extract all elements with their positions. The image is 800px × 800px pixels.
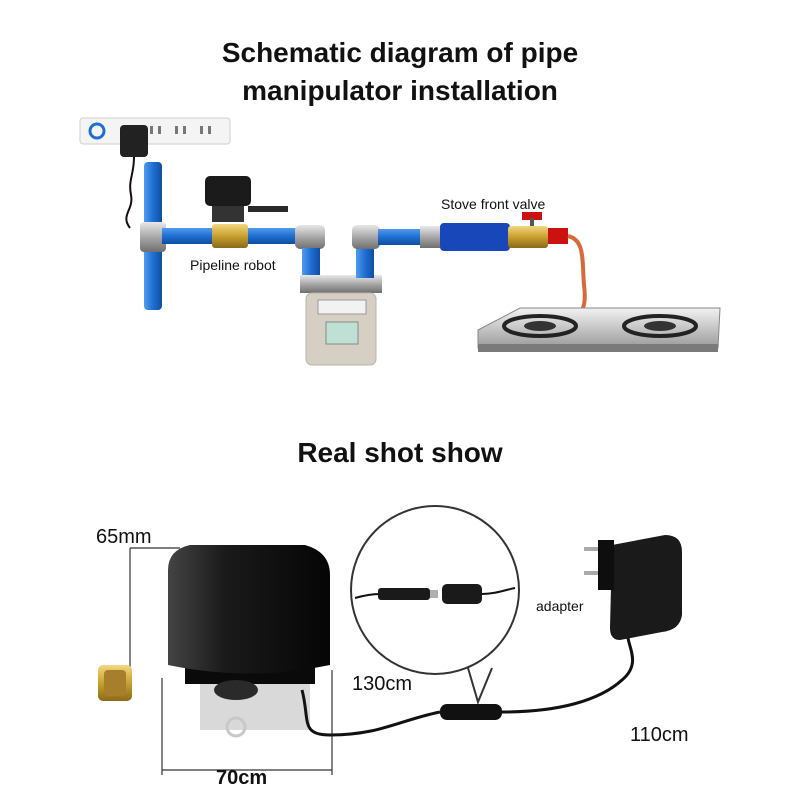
dimension-width-70cm: 70cm [216,767,268,789]
label-adapter: adapter [536,598,584,614]
schematic-title-line2: manipulator installation [242,75,558,106]
pipeline-robot [205,176,288,222]
power-adapter [584,535,682,640]
power-strip [79,117,231,145]
gas-hose [567,234,587,322]
ball-valve [212,224,248,248]
dimension-cable-110cm: 110cm [630,724,689,746]
real-shot-title: Real shot show [297,437,503,468]
brass-fitting [98,665,132,701]
tee-fitting [140,222,166,252]
width-dimension [161,670,333,775]
gas-stove [477,307,721,352]
height-dimension [129,547,180,672]
label-pipeline-robot: Pipeline robot [190,257,276,273]
label-stove-front-valve: Stove front valve [441,196,546,212]
schematic-title: Schematic diagram of pipe manipulator in… [0,34,800,110]
stove-front-valve [440,212,568,251]
cable-connector [440,704,502,720]
connector-zoom-callout [350,505,520,706]
dimension-cable-130cm: 130cm [352,673,413,695]
actuator-cable [300,689,441,737]
dimension-height-65mm: 65mm [96,526,152,548]
schematic-title-line1: Schematic diagram of pipe [221,37,579,68]
strip-adapter [120,125,148,229]
valve-actuator [168,545,330,738]
gas-meter [300,275,382,366]
adapter-cable [501,637,634,714]
